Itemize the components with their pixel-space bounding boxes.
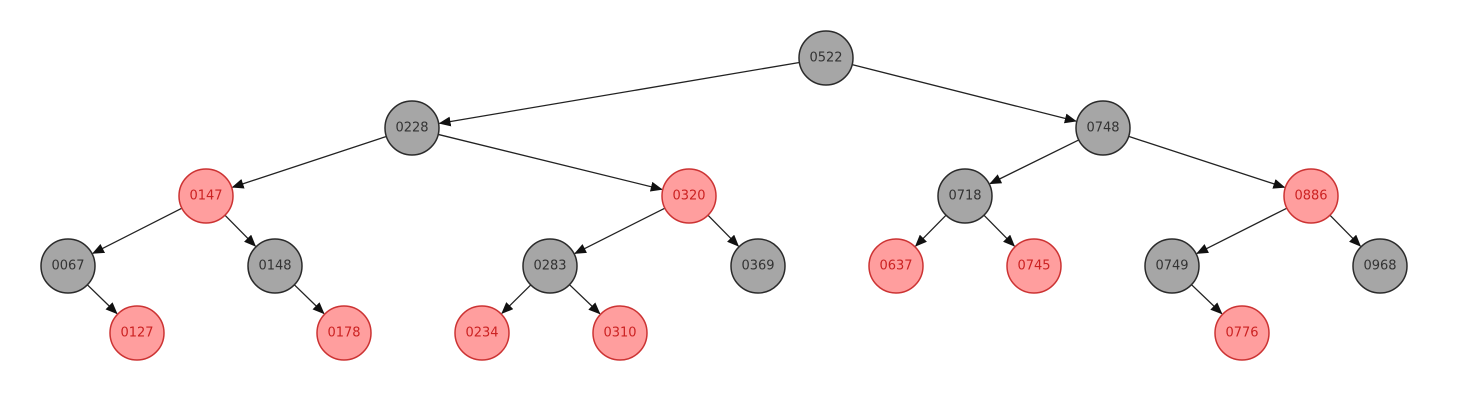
tree-node-0637: 0637 <box>868 238 924 294</box>
tree-node-0749: 0749 <box>1144 238 1200 294</box>
edge-0522-0228 <box>438 61 800 127</box>
red-node-circle <box>1214 305 1270 361</box>
black-node-circle <box>1075 100 1131 156</box>
node-label: 0776 <box>1225 326 1258 341</box>
edge-0320-0369 <box>707 214 740 247</box>
red-node-circle <box>1006 238 1062 294</box>
red-node-circle <box>178 168 234 224</box>
red-node-circle <box>454 305 510 361</box>
tree-node-0228: 0228 <box>384 100 440 156</box>
black-node-circle <box>384 100 440 156</box>
node-label: 0968 <box>1363 259 1396 274</box>
edge-0886-0968 <box>1329 214 1362 247</box>
black-node-circle <box>1144 238 1200 294</box>
node-label: 0745 <box>1017 259 1050 274</box>
node-label: 0748 <box>1086 121 1119 136</box>
node-label: 0127 <box>120 326 153 341</box>
tree-node-0968: 0968 <box>1352 238 1408 294</box>
node-label: 0148 <box>258 259 291 274</box>
edge-0748-0718 <box>989 139 1080 185</box>
red-node-circle <box>1283 168 1339 224</box>
black-node-circle <box>247 238 303 294</box>
tree-node-0718: 0718 <box>937 168 993 224</box>
edge-0228-0147 <box>231 135 387 189</box>
black-node-circle <box>40 238 96 294</box>
edge-0718-0745 <box>983 214 1016 247</box>
tree-node-0283: 0283 <box>522 238 578 294</box>
tree-node-0886: 0886 <box>1283 168 1339 224</box>
tree-node-0369: 0369 <box>730 238 786 294</box>
tree-node-0178: 0178 <box>316 305 372 361</box>
red-node-circle <box>592 305 648 361</box>
black-node-circle <box>522 238 578 294</box>
tree-node-0320: 0320 <box>661 168 717 224</box>
edge-0718-0637 <box>914 214 947 247</box>
black-node-circle <box>798 30 854 86</box>
tree-node-0776: 0776 <box>1214 305 1270 361</box>
edge-0067-0127 <box>86 284 118 315</box>
edge-0228-0320 <box>438 133 663 192</box>
edge-0147-0067 <box>92 207 183 254</box>
node-label: 0749 <box>1155 259 1188 274</box>
edge-0283-0310 <box>569 284 601 315</box>
red-node-circle <box>868 238 924 294</box>
tree-node-0234: 0234 <box>454 305 510 361</box>
edge-0320-0283 <box>574 207 666 254</box>
edge-0522-0748 <box>852 63 1077 124</box>
node-label: 0283 <box>533 259 566 274</box>
red-node-circle <box>109 305 165 361</box>
black-node-circle <box>937 168 993 224</box>
node-label: 0637 <box>879 259 912 274</box>
black-node-circle <box>1352 238 1408 294</box>
node-label: 0310 <box>603 326 636 341</box>
tree-nodes: 0522 0228 0748 0147 0320 0718 0886 0067 0148 0283… <box>40 30 1408 361</box>
tree-node-0127: 0127 <box>109 305 165 361</box>
edge-0749-0776 <box>1191 284 1223 315</box>
tree-node-0745: 0745 <box>1006 238 1062 294</box>
edge-0148-0178 <box>293 284 325 315</box>
tree-node-0067: 0067 <box>40 238 96 294</box>
node-label: 0067 <box>51 259 84 274</box>
red-node-circle <box>661 168 717 224</box>
node-label: 0178 <box>327 326 360 341</box>
node-label: 0147 <box>189 189 222 204</box>
edge-0886-0749 <box>1196 207 1288 254</box>
tree-node-0748: 0748 <box>1075 100 1131 156</box>
red-node-circle <box>316 305 372 361</box>
node-label: 0718 <box>948 189 981 204</box>
tree-node-0522: 0522 <box>798 30 854 86</box>
node-label: 0886 <box>1294 189 1327 204</box>
node-label: 0234 <box>465 326 498 341</box>
black-node-circle <box>730 238 786 294</box>
node-label: 0369 <box>741 259 774 274</box>
tree-node-0310: 0310 <box>592 305 648 361</box>
tree-node-0148: 0148 <box>247 238 303 294</box>
edge-0147-0148 <box>224 214 257 247</box>
tree-edges <box>86 61 1362 315</box>
node-label: 0320 <box>672 189 705 204</box>
edge-0283-0234 <box>501 284 532 315</box>
node-label: 0228 <box>395 121 428 136</box>
node-label: 0522 <box>809 51 842 66</box>
tree-node-0147: 0147 <box>178 168 234 224</box>
edge-0748-0886 <box>1128 135 1286 189</box>
